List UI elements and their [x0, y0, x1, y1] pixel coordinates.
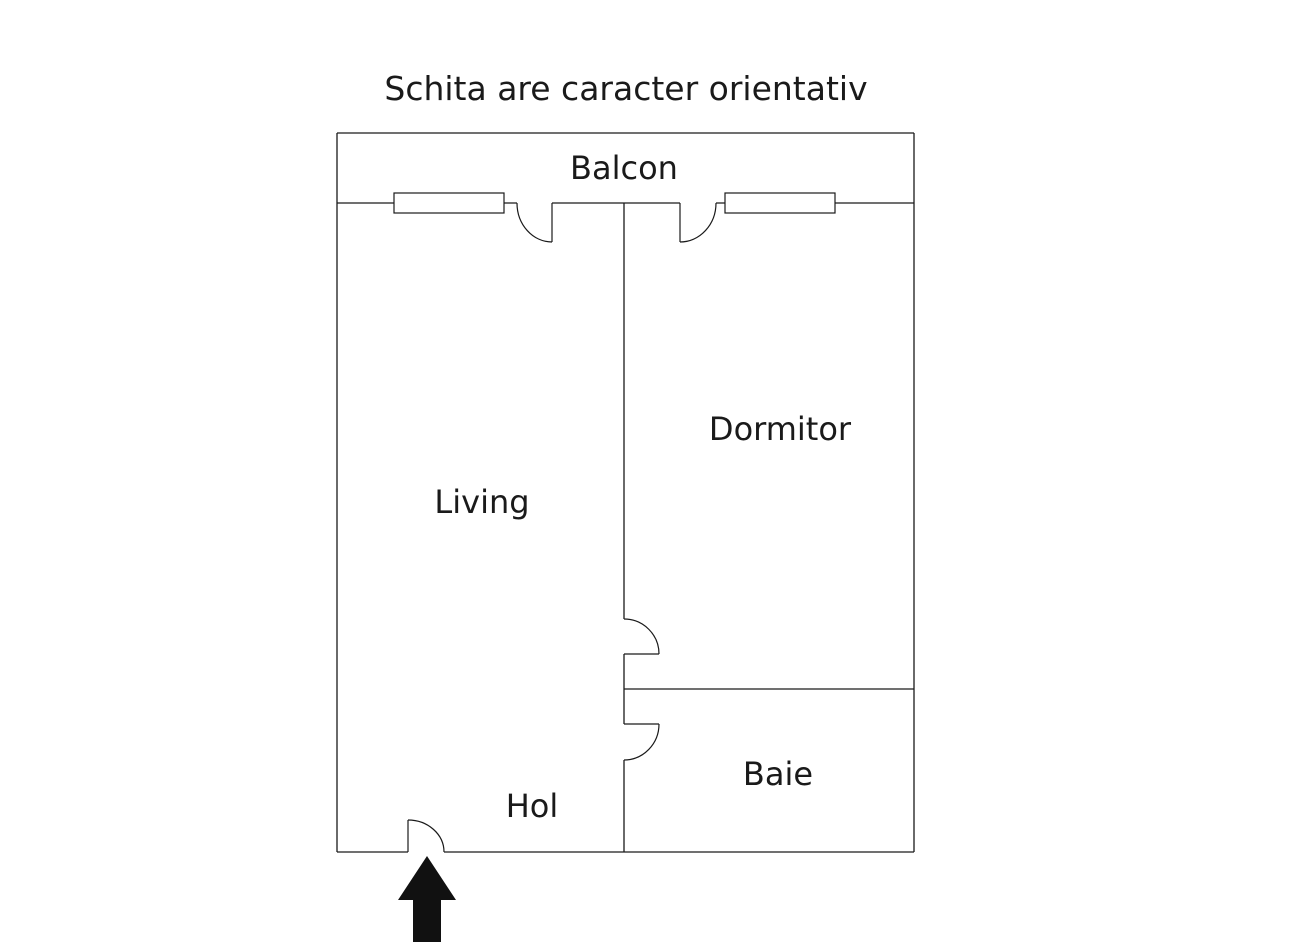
bedroom-window	[724, 192, 836, 214]
bedroom-door	[623, 618, 660, 655]
entrance-door	[407, 819, 445, 853]
outer-walls	[336, 132, 915, 853]
room-label-balcony: Balcon	[570, 149, 678, 187]
room-label-bedroom: Dormitor	[709, 410, 852, 448]
living-window	[393, 192, 505, 214]
room-label-living: Living	[434, 483, 529, 521]
room-label-hallway: Hol	[506, 787, 559, 825]
bathroom-door	[623, 723, 660, 761]
interior-wall	[623, 203, 914, 852]
plan-title: Schita are caracter orientativ	[384, 69, 867, 108]
living-balcony-door	[516, 202, 553, 243]
room-label-bathroom: Baie	[743, 755, 813, 793]
bedroom-balcony-door	[679, 202, 717, 243]
up-arrow-icon	[398, 856, 456, 942]
